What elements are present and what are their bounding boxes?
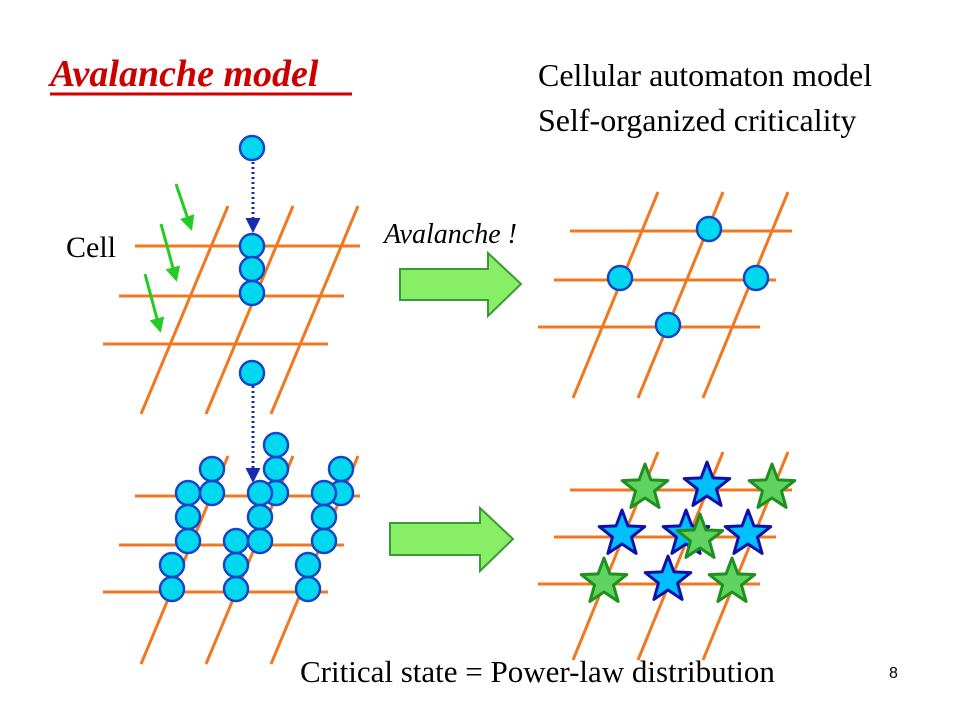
page-number: 8 (889, 665, 898, 682)
particle-icon (310, 527, 338, 555)
particle-icon (606, 264, 634, 292)
particle-icon (310, 503, 338, 531)
incoming-arrow-icon (143, 273, 165, 333)
particle-icon (262, 431, 290, 459)
avalanche-label: Avalanche ! (382, 219, 517, 250)
particle-icon (222, 527, 250, 555)
particle-icon (327, 455, 355, 483)
star-blue-icon (682, 460, 732, 507)
particle-icon (654, 311, 682, 339)
grid-top-left (103, 205, 360, 415)
particle-icon (246, 479, 274, 507)
particles-bottom-left (158, 431, 355, 603)
right-arrow-icon (399, 250, 523, 319)
particle-icon (238, 134, 266, 162)
cell-label: Cell (66, 231, 116, 264)
particle-icon (198, 455, 226, 483)
star-blue-icon (597, 508, 647, 555)
particle-icon (158, 575, 186, 603)
particle-icon (174, 503, 202, 531)
star-green-icon (675, 512, 725, 559)
stars-bottom-right (579, 460, 797, 603)
particles-top-left (238, 134, 266, 387)
particle-icon (238, 255, 266, 283)
particle-icon (695, 215, 723, 243)
star-green-icon (579, 556, 629, 603)
particles-top-right (606, 215, 770, 339)
particle-icon (262, 455, 290, 483)
star-green-icon (747, 462, 797, 509)
particle-icon (742, 264, 770, 292)
particle-icon (238, 279, 266, 307)
subtitle-self-organized-criticality: Self-organized criticality (538, 102, 856, 138)
particle-icon (174, 527, 202, 555)
star-green-icon (707, 556, 757, 603)
particle-icon (222, 551, 250, 579)
caption-critical-state: Critical state = Power-law distribution (300, 654, 775, 689)
particle-icon (158, 551, 186, 579)
particle-icon (238, 232, 266, 260)
star-blue-icon (723, 508, 773, 555)
particle-icon (310, 479, 338, 507)
slide-title: Avalanche model (48, 53, 319, 95)
particle-icon (174, 479, 202, 507)
particle-icon (246, 503, 274, 531)
particle-icon (238, 359, 266, 387)
particle-icon (294, 575, 322, 603)
particle-icon (294, 551, 322, 579)
particle-icon (246, 527, 274, 555)
star-green-icon (620, 462, 670, 509)
particle-icon (222, 575, 250, 603)
subtitle-cellular-automaton: Cellular automaton model (538, 57, 872, 93)
particle-icon (198, 479, 226, 507)
right-arrow-icon (389, 505, 515, 574)
grid-top-right (538, 191, 792, 399)
incoming-arrows (143, 183, 195, 333)
incoming-arrow-icon (174, 183, 195, 231)
incoming-arrow-icon (159, 223, 181, 282)
star-blue-icon (643, 554, 693, 601)
